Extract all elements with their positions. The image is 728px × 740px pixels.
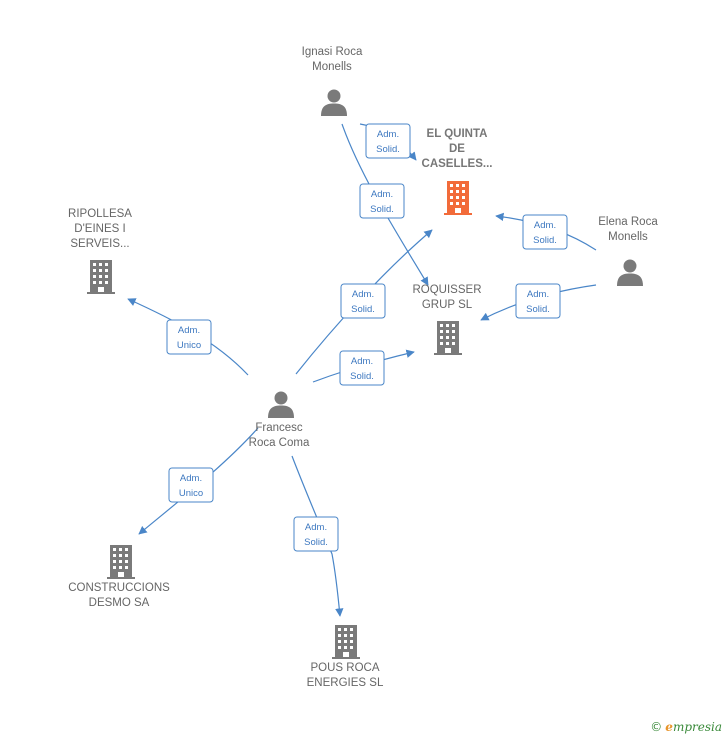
building-icon <box>332 625 360 659</box>
node-roquisser[interactable]: ROQUISSER GRUP SL <box>412 284 482 355</box>
edge-ignasi-elquinta: Adm. Solid. <box>359 123 417 161</box>
edge-label-line: Adm. <box>352 289 374 300</box>
edge-label-line: Unico <box>179 488 203 499</box>
building-icon <box>444 181 472 215</box>
edge-francesc-ripollesa: Adm. Unico <box>127 298 249 376</box>
edge-label-box[interactable] <box>365 123 411 159</box>
brand-initial: e <box>665 720 673 734</box>
edge-label-line: Solid. <box>351 304 375 315</box>
edge-elena-elquinta: Adm. Solid. <box>495 212 597 251</box>
edge-francesc-roquisser: Adm. Solid. <box>312 349 415 386</box>
node-label-line: RIPOLLESA <box>68 208 132 220</box>
edge-label-line: Adm. <box>305 522 327 533</box>
copyright-symbol: © <box>650 720 663 734</box>
person-icon <box>617 259 643 286</box>
node-elquinta[interactable]: EL QUINTA DE CASELLES... <box>422 128 493 215</box>
node-label-line: EL QUINTA <box>427 128 488 140</box>
node-label-line: ENERGIES SL <box>307 677 384 689</box>
node-label-line: D'EINES I <box>74 223 125 235</box>
edge-label-line: Adm. <box>351 356 373 367</box>
node-ripollesa[interactable]: RIPOLLESA D'EINES I SERVEIS... <box>68 208 132 294</box>
empresia-logo: ©empresia <box>650 720 722 734</box>
edge-label-line: Adm. <box>180 473 202 484</box>
edge-label-line: Adm. <box>527 289 549 300</box>
edge-label-box[interactable] <box>522 214 568 250</box>
person-icon <box>268 391 294 418</box>
node-label-line: Roca Coma <box>249 437 310 449</box>
node-label-line: Monells <box>608 231 648 243</box>
building-icon <box>107 545 135 579</box>
edge-elena-roquisser: Adm. Solid. <box>480 283 597 321</box>
edge-label-box[interactable] <box>359 183 405 219</box>
edge-label-box[interactable] <box>166 319 212 355</box>
edge-label-line: Unico <box>177 340 201 351</box>
node-label-line: ROQUISSER <box>412 284 481 296</box>
edge-label-box[interactable] <box>340 283 386 319</box>
node-label-line: CONSTRUCCIONS <box>68 582 170 594</box>
edge-label-line: Solid. <box>526 304 550 315</box>
edge-label-line: Adm. <box>371 189 393 200</box>
brand-name: mpresia <box>672 720 722 734</box>
edge-label-line: Solid. <box>350 371 374 382</box>
node-label-line: GRUP SL <box>422 299 473 311</box>
node-label-line: DESMO SA <box>89 597 150 609</box>
edge-label-line: Adm. <box>534 220 556 231</box>
edge-label-box[interactable] <box>293 516 339 552</box>
edge-label-line: Adm. <box>178 325 200 336</box>
edges-layer: Adm. Solid. Adm. Solid. Adm. Solid. Adm. Solid.… <box>127 123 597 617</box>
node-label-line: Monells <box>312 61 352 73</box>
edge-francesc-construccions: Adm. Unico <box>138 427 259 535</box>
node-construccions[interactable]: CONSTRUCCIONS DESMO SA <box>68 545 170 609</box>
edge-label-box[interactable] <box>515 283 561 319</box>
node-label-line: DE <box>449 143 465 155</box>
edge-label-box[interactable] <box>339 350 385 386</box>
edge-francesc-elquinta: Adm. Solid. <box>295 229 433 375</box>
building-icon <box>87 260 115 294</box>
node-label-line: Francesc <box>255 422 303 434</box>
node-label-line: CASELLES... <box>422 158 493 170</box>
node-label-line: POUS ROCA <box>310 662 379 674</box>
node-label-line: SERVEIS... <box>70 238 129 250</box>
edge-label-line: Adm. <box>377 129 399 140</box>
node-label-line: Elena Roca <box>598 216 658 228</box>
edge-label-box[interactable] <box>168 467 214 503</box>
edge-francesc-pousroca: Adm. Solid. <box>291 455 344 617</box>
edge-label-line: Solid. <box>370 204 394 215</box>
edge-label-line: Solid. <box>376 144 400 155</box>
edge-label-line: Solid. <box>304 537 328 548</box>
person-icon <box>321 89 347 116</box>
node-pousroca[interactable]: POUS ROCA ENERGIES SL <box>307 625 384 689</box>
edge-label-line: Solid. <box>533 235 557 246</box>
edge-ignasi-roquisser: Adm. Solid. <box>341 123 429 286</box>
building-icon <box>434 321 462 355</box>
node-label-line: Ignasi Roca <box>302 46 363 58</box>
